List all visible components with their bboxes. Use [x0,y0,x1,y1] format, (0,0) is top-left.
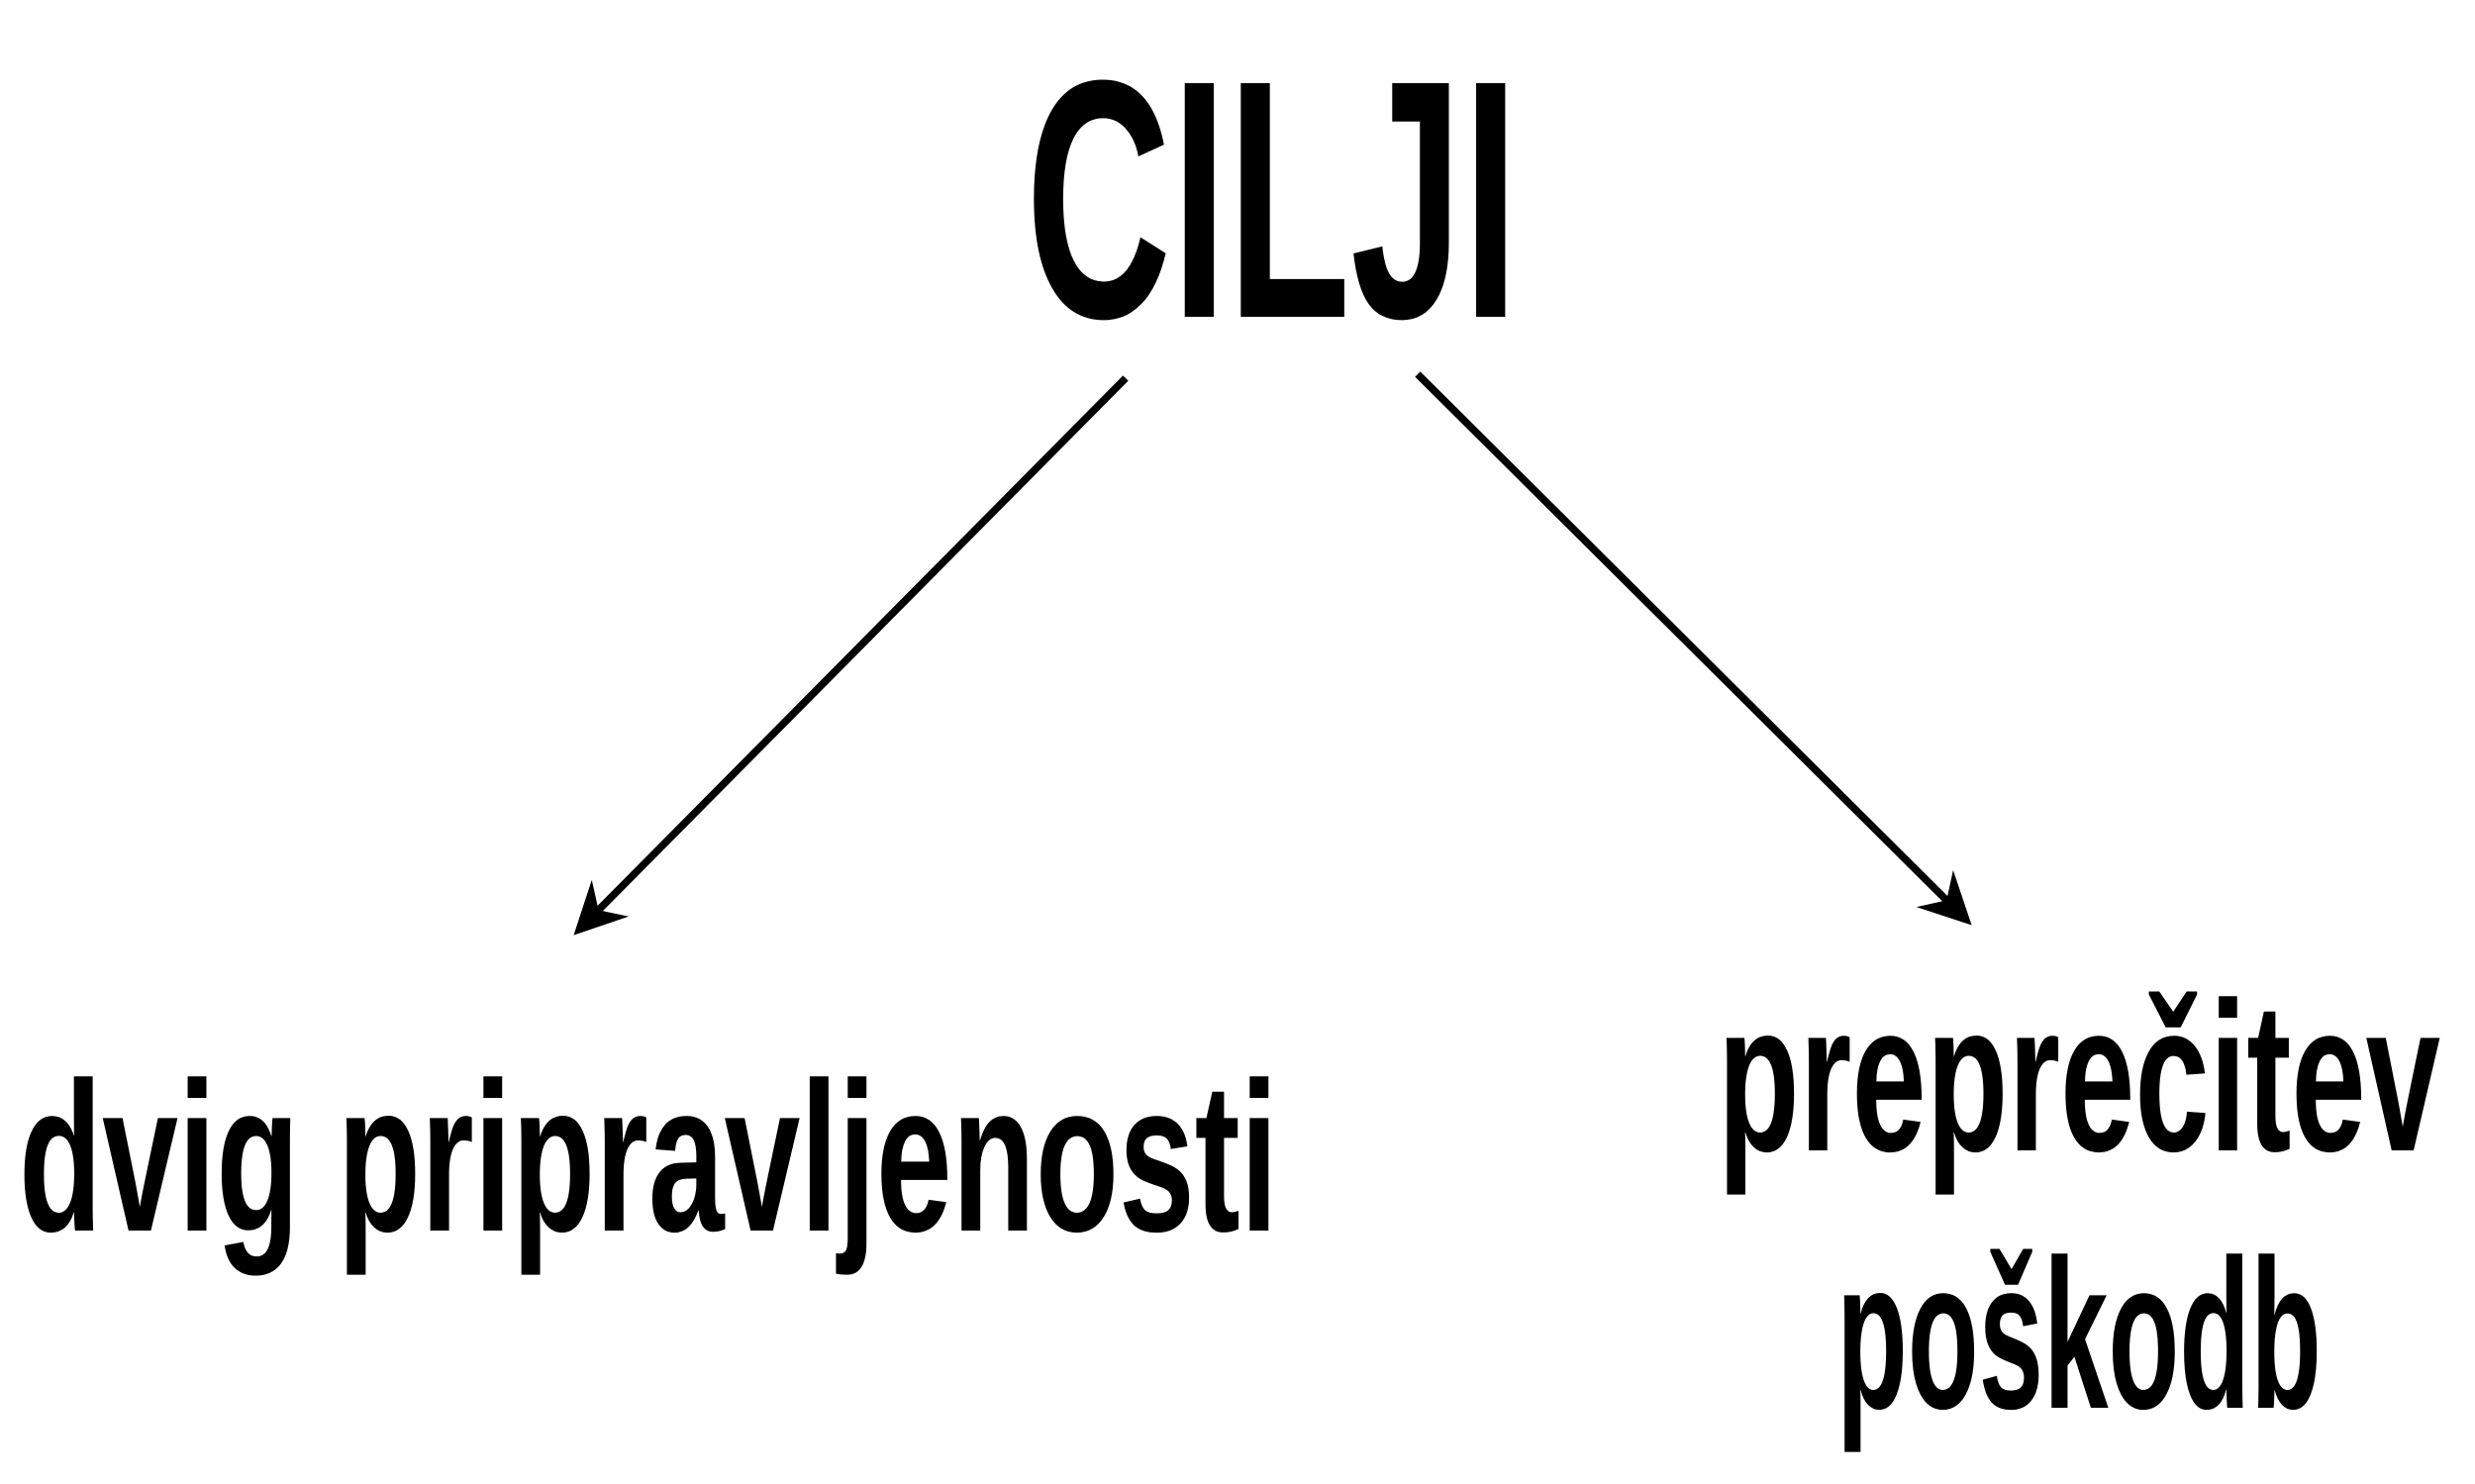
diagram-title: CILJI [1026,9,1519,389]
arrow-to-left-goal [573,375,1129,936]
right-goal-label-line1: preprečitev [1718,957,2440,1196]
left-goal-label: dvig pripravljenosti [19,1038,1278,1276]
arrow-to-right-goal [1415,371,1972,926]
right-goal-label-line2: poškodb [1836,1215,2322,1453]
